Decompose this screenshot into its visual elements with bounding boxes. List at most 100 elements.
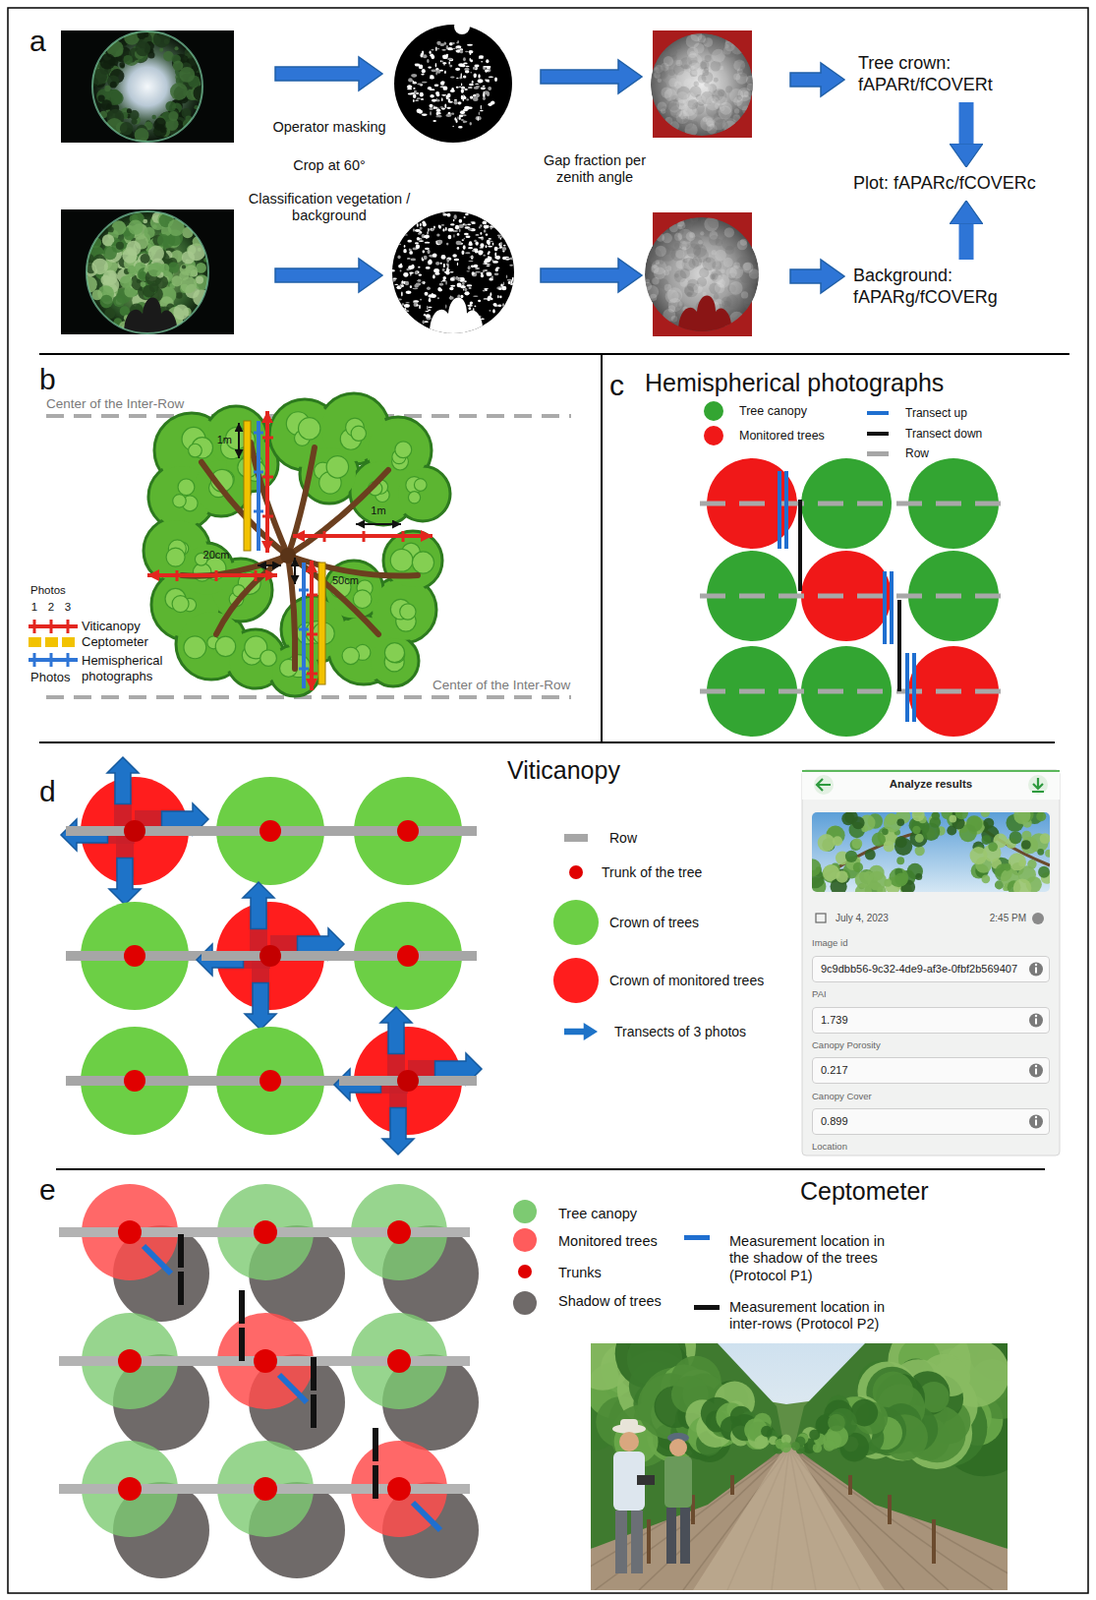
app-screenshot [987, 841, 998, 852]
info-icon [1035, 1064, 1038, 1067]
gap-fraction-image [677, 301, 685, 309]
classified-mask [446, 242, 449, 246]
classified-mask [503, 256, 510, 259]
transect-up [784, 470, 789, 549]
hemispherical-photo [173, 60, 184, 72]
gap-fraction-image [647, 272, 655, 280]
classified-mask [457, 102, 461, 104]
classified-mask [415, 270, 420, 274]
classified-mask [416, 303, 419, 306]
gap-fraction-image [661, 232, 673, 244]
classified-mask [471, 271, 475, 276]
classified-mask [423, 234, 429, 238]
gap-fraction-image [705, 257, 711, 263]
gap-fraction-image [684, 286, 694, 296]
branch [288, 555, 418, 577]
classified-mask [445, 270, 450, 276]
branch [288, 555, 295, 669]
tree-crown [143, 393, 451, 696]
classified-mask [448, 60, 451, 64]
classified-mask [464, 251, 470, 254]
classified-mask [436, 112, 442, 116]
trunk-dot [397, 944, 419, 967]
flow-arrow [275, 57, 383, 91]
classified-mask [432, 119, 437, 122]
classified-mask [487, 81, 490, 83]
classified-mask [421, 281, 426, 285]
app-screenshot [852, 815, 866, 829]
gap-fraction-image [750, 253, 759, 262]
classified-mask [446, 268, 450, 271]
classified-mask [467, 265, 471, 270]
classified-mask [480, 274, 484, 278]
hemispherical-photo [113, 294, 125, 307]
classified-mask [427, 263, 429, 265]
classified-mask [430, 55, 435, 59]
gap-fraction-image [708, 130, 717, 139]
measurement-transects [265, 410, 270, 553]
classified-mask [467, 107, 473, 110]
classified-mask [502, 246, 508, 251]
classified-mask [413, 62, 420, 64]
gap-fraction-image [692, 284, 703, 294]
gap-fraction-image [747, 83, 754, 91]
classified-mask [482, 85, 486, 87]
classified-mask [428, 51, 431, 55]
hemispherical-photo [168, 261, 179, 273]
transect-up [889, 571, 894, 644]
classified-mask [478, 57, 484, 59]
info-icon [1035, 967, 1038, 974]
gap-fraction-image [675, 260, 685, 270]
classified-mask [394, 24, 513, 143]
app-screenshot [980, 873, 990, 883]
classified-mask [399, 243, 401, 245]
hemispherical-photo [119, 275, 133, 289]
trunk-dot [123, 944, 146, 967]
classified-mask [482, 91, 484, 97]
classified-mask [411, 80, 414, 83]
classified-mask [449, 287, 454, 291]
classified-mask [474, 233, 479, 235]
classified-mask [468, 287, 472, 289]
hemispherical-photo [102, 270, 117, 286]
measurement-transects [298, 628, 309, 632]
classified-mask [427, 86, 432, 90]
classified-mask [450, 277, 455, 282]
hemispherical-photo [159, 48, 164, 53]
app-screenshot [981, 834, 992, 845]
classified-mask [422, 54, 428, 58]
classified-mask [477, 115, 479, 120]
classified-mask [463, 224, 467, 227]
field-background [811, 955, 1050, 982]
gap-fraction-image [707, 217, 719, 229]
classified-mask [457, 294, 461, 298]
app-screenshot [802, 769, 1060, 772]
clock-icon [1032, 912, 1044, 924]
classified-mask [400, 269, 403, 272]
classified-mask [436, 232, 440, 236]
classified-mask [428, 297, 432, 302]
classified-mask [413, 300, 419, 303]
measurement-transects [318, 562, 326, 685]
hemispherical-photo [121, 248, 137, 264]
classified-mask [416, 97, 421, 100]
measurement-transects [402, 530, 405, 542]
classified-mask [413, 284, 419, 289]
hemispherical-photo [86, 211, 209, 334]
classified-mask [417, 232, 421, 235]
classified-mask [417, 266, 420, 269]
info-icon [1035, 1119, 1038, 1126]
tree-crown [413, 478, 427, 492]
hemispherical-photo [60, 209, 234, 335]
classified-mask [458, 125, 463, 128]
classified-mask [461, 88, 464, 93]
classified-mask [450, 76, 455, 79]
classified-mask [423, 281, 425, 285]
classified-mask [429, 104, 434, 109]
tree-crown [298, 417, 321, 440]
classified-mask [474, 271, 481, 274]
classified-mask [502, 302, 505, 307]
classified-mask [486, 296, 490, 302]
app-screenshot [866, 870, 887, 891]
classified-mask [406, 239, 412, 243]
